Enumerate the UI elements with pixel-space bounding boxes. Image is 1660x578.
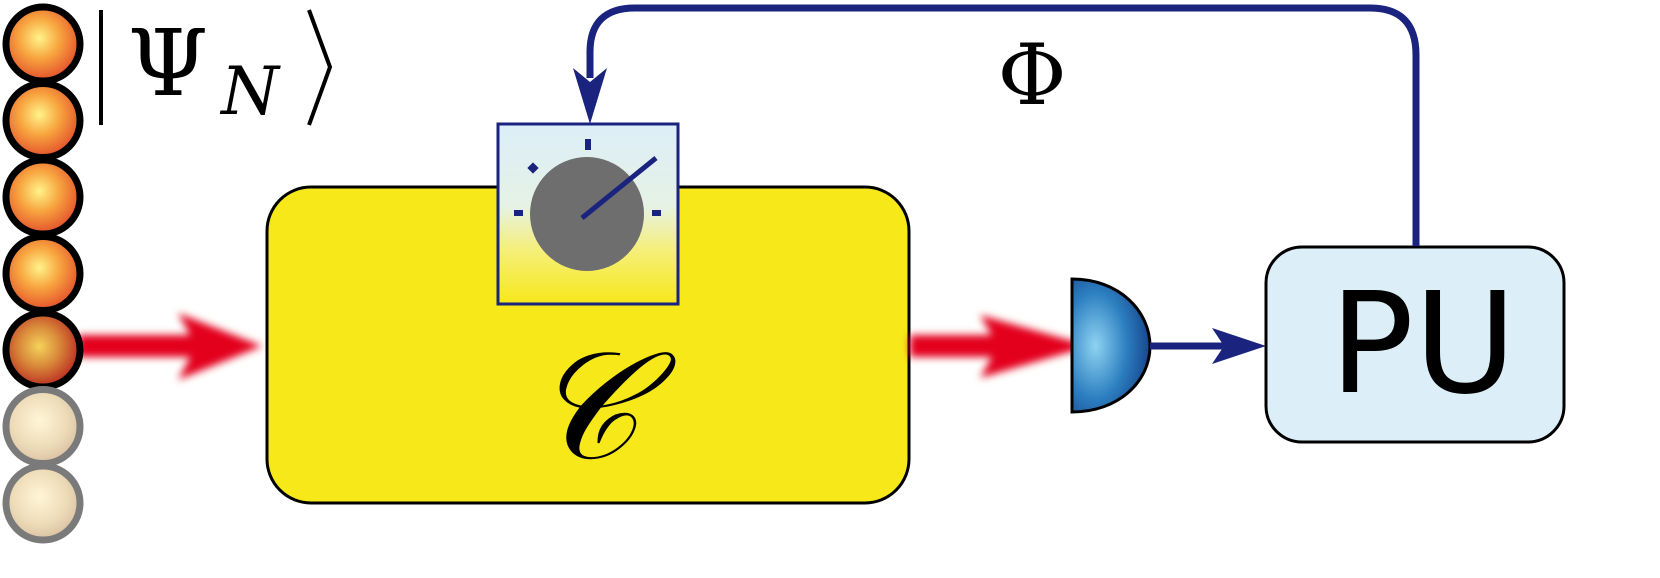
dial-tick-left xyxy=(514,210,523,216)
qubit-pending xyxy=(2,386,84,467)
qubit-column xyxy=(2,3,84,544)
state-ket-label: Ψ N xyxy=(99,9,333,130)
qubit-active xyxy=(2,309,84,391)
state-psi-symbol: Ψ xyxy=(128,10,209,117)
qubit xyxy=(2,156,84,238)
qubit xyxy=(2,3,84,85)
dial-tick-right xyxy=(652,210,661,216)
detector xyxy=(1070,277,1152,414)
processing-unit-box xyxy=(1264,245,1566,444)
feedback-phi-label: Φ xyxy=(998,26,1067,124)
qubit xyxy=(2,233,84,314)
qubit xyxy=(2,80,84,161)
state-subscript: N xyxy=(219,53,281,130)
dial-tick-upper-left xyxy=(527,162,539,174)
qubit-pending xyxy=(2,462,84,544)
feedback-arrowhead xyxy=(573,68,607,124)
dial-tick-top xyxy=(585,139,591,150)
input-beam-arrow xyxy=(78,313,262,380)
output-beam-arrow xyxy=(910,315,1090,378)
processing-unit-label: PU xyxy=(1330,263,1517,426)
knob-needle xyxy=(580,156,658,220)
feedback-line xyxy=(586,4,1420,246)
detector-to-pu-arrow xyxy=(1150,328,1266,364)
